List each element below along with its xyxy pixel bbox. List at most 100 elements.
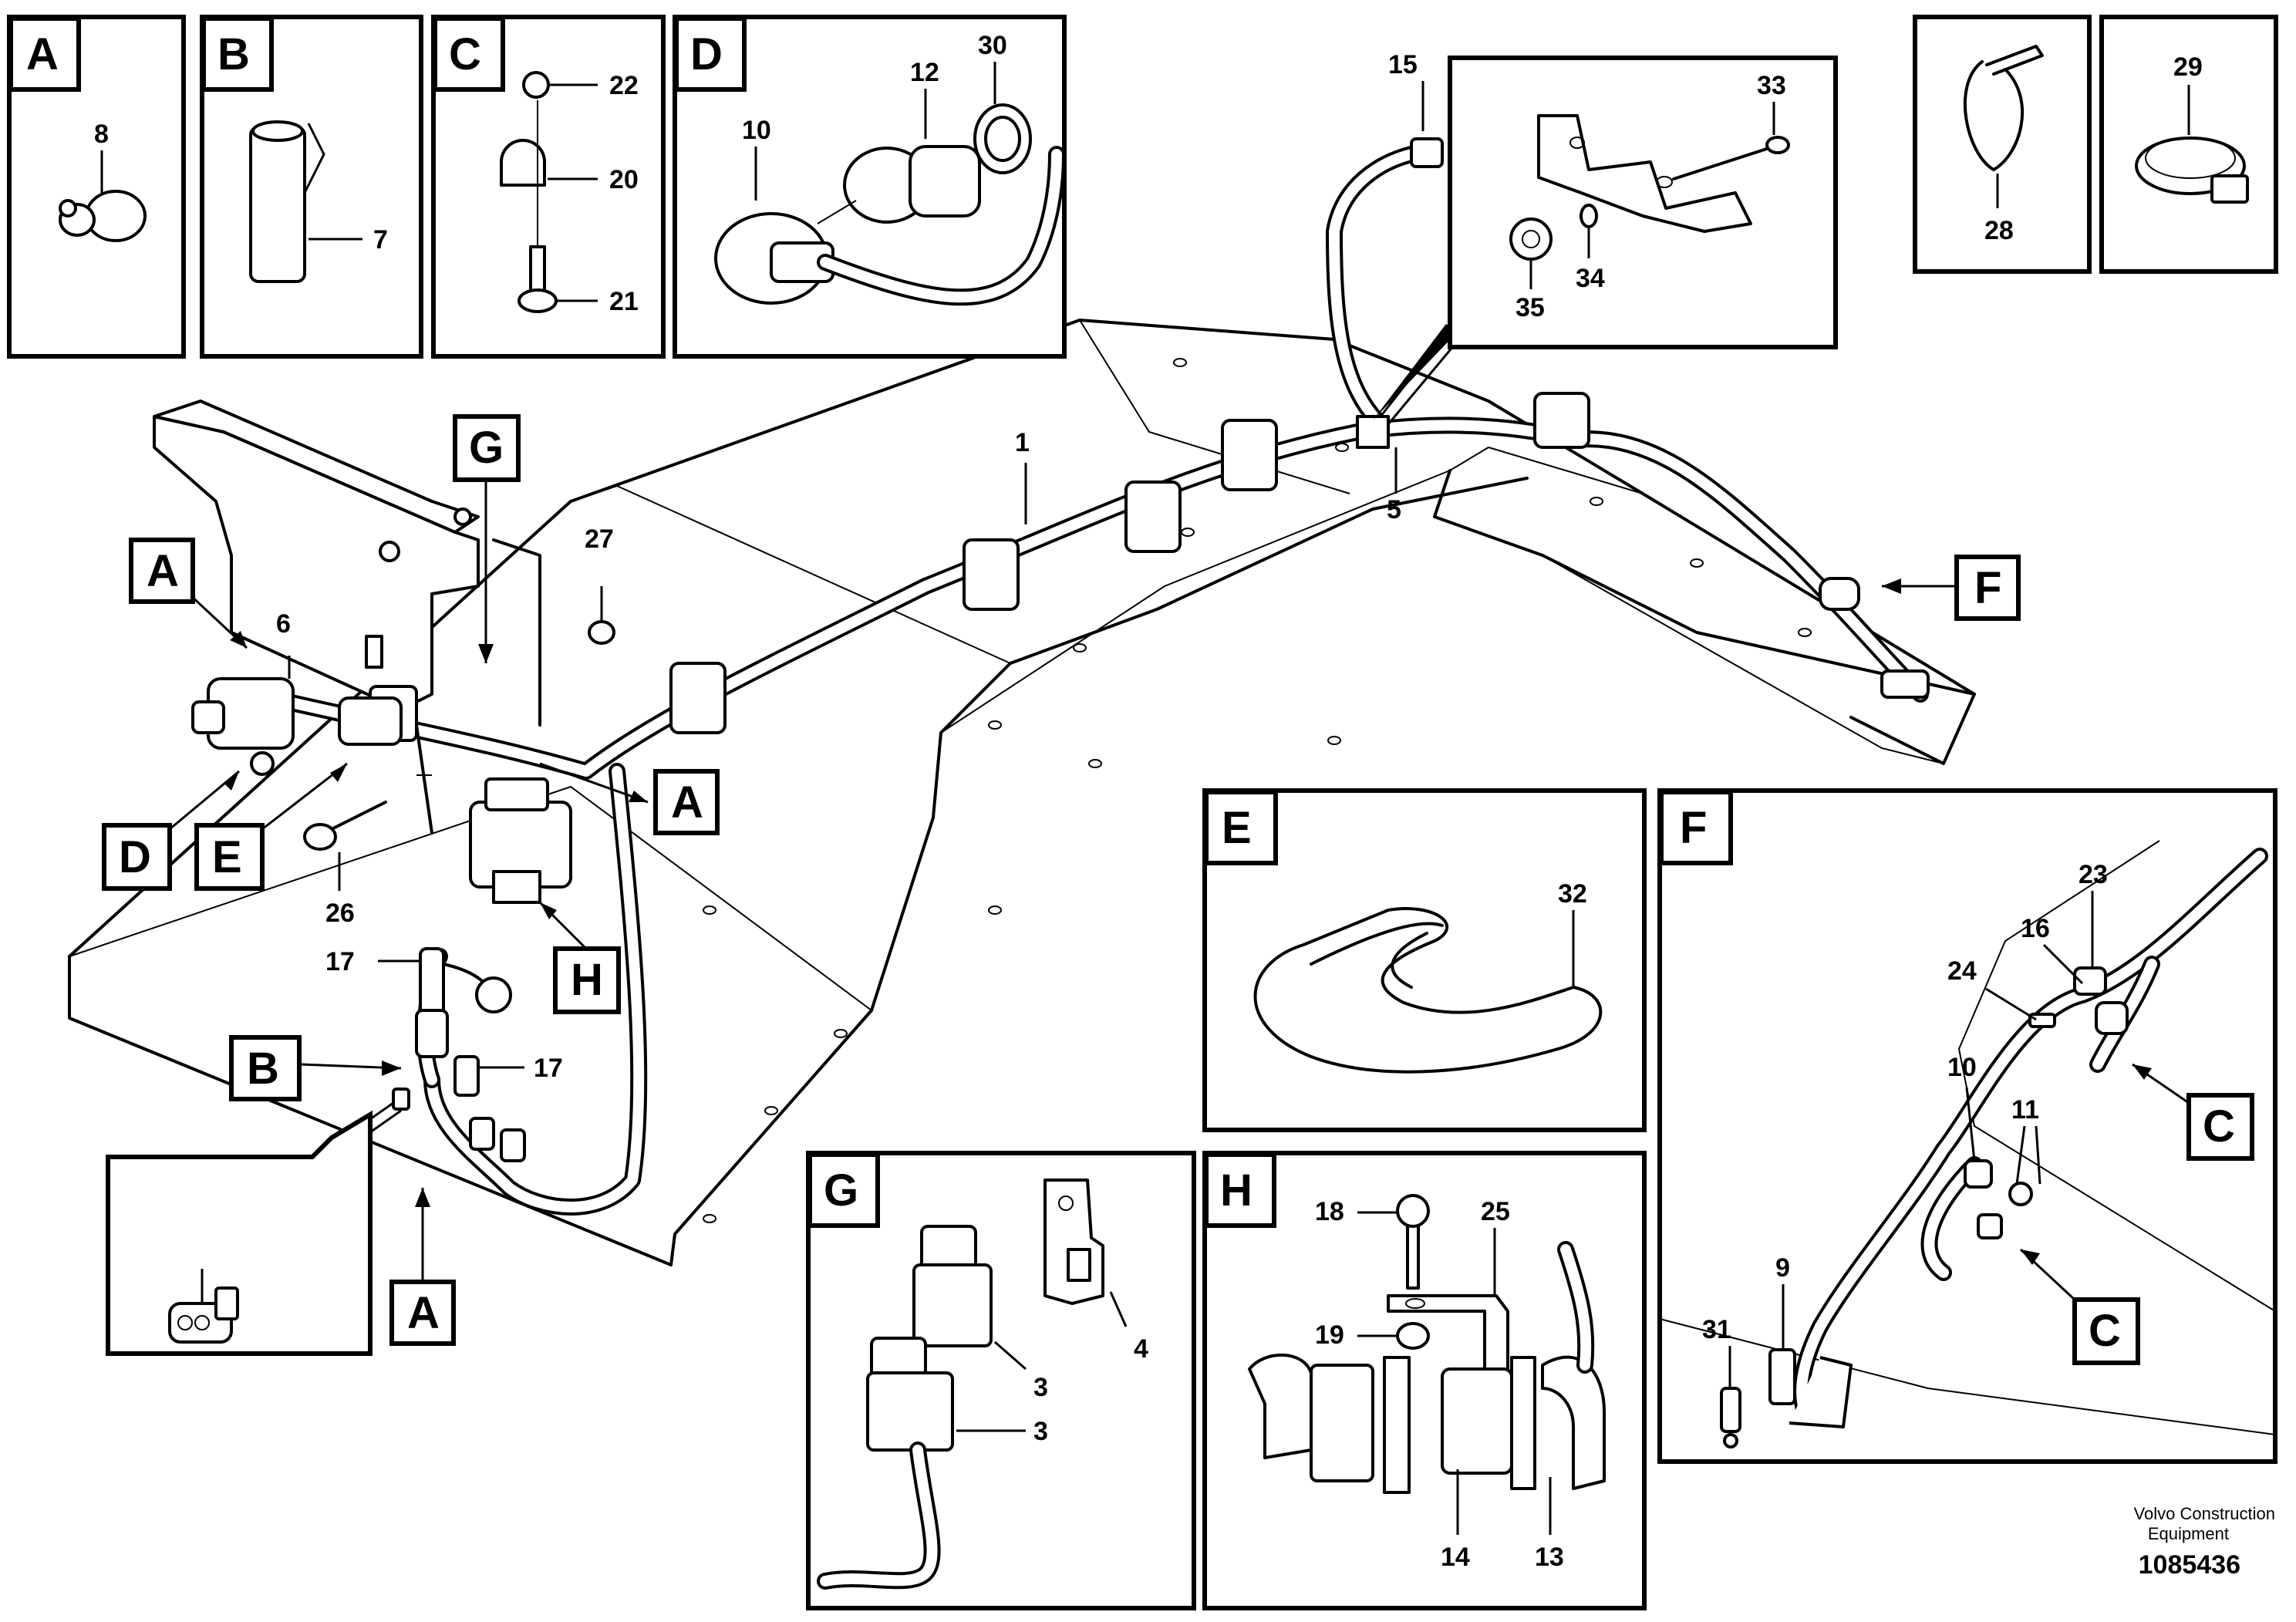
bolt-18: [1406, 1217, 1420, 1290]
panel-f-part-23: 23: [2079, 860, 2108, 889]
sensor-assembly-b: [392, 947, 526, 1162]
panel-c-part-22: 22: [609, 71, 639, 100]
connector-block-h: [469, 777, 572, 904]
panel-f-part-16: 16: [2021, 914, 2050, 943]
panel-e-part-32: 32: [1558, 879, 1587, 909]
callout-e: [194, 823, 265, 891]
callout-c-lower: [2072, 1297, 2140, 1365]
main-harness: [246, 137, 1930, 1216]
label-part-5: 5: [1387, 495, 1401, 524]
panel-b-part-7: 7: [373, 225, 388, 255]
document-number: 1085436: [2139, 1550, 2240, 1580]
panel-f-part-11: 11: [2011, 1095, 2039, 1125]
panel-g-part-3-upper: 3: [1033, 1373, 1048, 1402]
detail-box-2: [106, 1110, 373, 1356]
svg-text:G: G: [469, 423, 504, 473]
label-part-6: 6: [276, 609, 291, 639]
sensor-31: [1720, 1387, 1741, 1433]
washer-19: [1396, 1322, 1430, 1350]
bolt-33: [1765, 136, 1790, 154]
panel-f-letter: F: [1680, 803, 1707, 853]
panel-c-part-21: 21: [609, 287, 639, 316]
fender-bolt-holes: [703, 358, 1812, 1223]
detail-panel-d: D 10 12 30: [673, 15, 1067, 359]
panel-h-part-14: 14: [1441, 1543, 1470, 1572]
credit-line-2: Equipment: [2148, 1524, 2229, 1543]
label-part-17-lower: 17: [534, 1054, 563, 1083]
svg-text:A: A: [407, 1288, 440, 1338]
clip-16: [2073, 966, 2107, 996]
panel-bracket-part-33: 33: [1757, 71, 1786, 100]
detail-panel-h: H 18 25 19 14 13: [1202, 1151, 1647, 1610]
panel-c-part-20: 20: [609, 165, 639, 194]
callout-b: [229, 1035, 302, 1101]
panel-h-part-13: 13: [1535, 1543, 1564, 1572]
svg-text:D: D: [119, 832, 151, 882]
panel-bracket-part-34: 34: [1576, 264, 1605, 293]
panel-e-letter: E: [1222, 803, 1252, 853]
label-part-15: 15: [1388, 50, 1418, 79]
connector-15: [1410, 137, 1444, 168]
detail-panel-c: C 22 20 21: [431, 15, 666, 359]
valve-assembly: [191, 677, 433, 835]
bottle-7: [249, 126, 306, 283]
fender-outline: [68, 319, 1976, 1266]
label-part-27: 27: [585, 524, 614, 554]
panel-d-letter: D: [690, 29, 723, 79]
label-part-17-upper: 17: [325, 947, 355, 976]
mounting-bracket: [153, 400, 541, 727]
washer-27: [588, 620, 615, 645]
svg-text:C: C: [2089, 1306, 2121, 1356]
clip-10-f: [1964, 1159, 1993, 1189]
nut-11: [2008, 1182, 2033, 1206]
detail-panel-29: 29: [2099, 15, 2278, 274]
callout-d: [102, 823, 172, 891]
panel-f-part-10: 10: [1947, 1053, 1977, 1082]
detail-panel-e: E 32: [1202, 788, 1647, 1132]
panel-c-letter: C: [449, 29, 481, 79]
detail-panel-g: G 4 3 3: [806, 1151, 1196, 1610]
detail-panel-f: F 23 16 24 10 11 9 31: [1657, 788, 2277, 1464]
panel-b-letter: B: [217, 29, 250, 79]
panel-g-part-3-lower: 3: [1033, 1417, 1048, 1446]
panel-h-letter: H: [1220, 1165, 1253, 1216]
nut-35: [1509, 218, 1553, 261]
harness-end-connector: [1819, 577, 1930, 699]
panel-bracket-part-35: 35: [1515, 293, 1545, 322]
detail-panel-a: A 8: [7, 15, 186, 359]
sensor-9: [1768, 1348, 1796, 1405]
panel-h-part-18: 18: [1315, 1197, 1344, 1226]
bolt-26: [303, 801, 387, 851]
callout-a-middle: [653, 769, 720, 835]
harness-clips: [369, 392, 1590, 742]
svg-text:E: E: [212, 832, 242, 882]
clamp-20: [500, 139, 546, 187]
svg-text:C: C: [2203, 1101, 2235, 1152]
panel-f-part-9: 9: [1775, 1253, 1790, 1283]
panel-a-part-8: 8: [94, 120, 109, 149]
credit-line-1: Volvo Construction: [2134, 1504, 2275, 1523]
svg-text:A: A: [147, 546, 179, 596]
panel-d-part-12: 12: [910, 58, 939, 87]
clip-24: [2028, 1013, 2056, 1028]
svg-text:B: B: [247, 1044, 279, 1094]
socket-13: [1248, 1353, 1313, 1459]
cable-tie-28: [1964, 60, 2024, 171]
label-part-26: 26: [325, 899, 355, 928]
nut-22: [522, 71, 550, 99]
callout-c-upper: [2186, 1093, 2254, 1161]
panel-h-part-19: 19: [1315, 1320, 1344, 1350]
callout-f: [1954, 555, 2021, 621]
plug-14: [1441, 1367, 1513, 1475]
panel-29-part: 29: [2173, 52, 2203, 82]
svg-text:A: A: [671, 777, 703, 828]
callout-a-upper: [129, 538, 195, 604]
panel-g-part-4: 4: [1134, 1334, 1148, 1364]
panel-g-letter: G: [824, 1165, 858, 1216]
footer: Volvo Construction Equipment 1085436: [2134, 1504, 2275, 1580]
seal-profile-32: [1253, 907, 1603, 1074]
panel-d-part-30: 30: [978, 31, 1007, 60]
detail-panel-bracket: 33 34 35: [1448, 56, 1838, 349]
washer-34: [1580, 204, 1598, 228]
